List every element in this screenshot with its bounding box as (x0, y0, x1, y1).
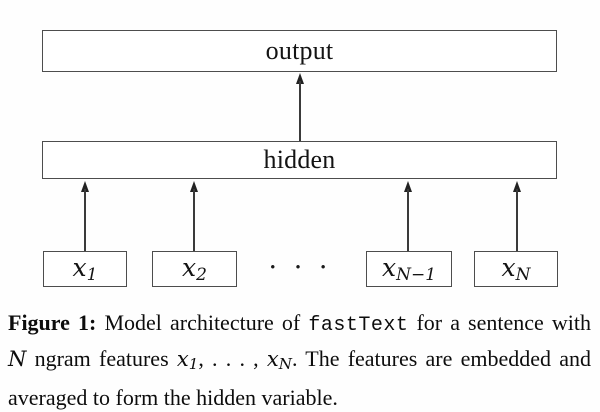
input-label-x1: x1 (72, 252, 98, 286)
caption-math-x1: x1 (176, 347, 199, 374)
output-layer-label: output (265, 36, 334, 65)
input-box-x1: x1 (43, 251, 127, 287)
caption-math-N: N (8, 347, 27, 371)
arrow-hidden-to-output (295, 73, 305, 141)
input-box-x2: x2 (152, 251, 237, 287)
caption-line-1: Figure 1: Model architecture of fastText… (8, 310, 592, 337)
input-label-xn-1: xN−1 (381, 252, 437, 286)
arrow-shaft (299, 81, 301, 141)
input-label-x2: x2 (182, 252, 207, 286)
arrow-x1-to-hidden (80, 181, 90, 251)
arrowhead-icon (403, 181, 412, 192)
arrowhead-icon (80, 181, 89, 192)
figure-caption: Figure 1: Model architecture of fastText… (8, 306, 591, 412)
caption-line-3: averaged to form the hidden variable. (8, 385, 338, 411)
caption-figure-tag: Figure 1: (8, 310, 97, 335)
output-layer-box: output (42, 30, 557, 72)
input-box-xn: xN (474, 251, 558, 287)
arrow-shaft (516, 189, 518, 251)
arrowhead-icon (295, 73, 304, 84)
arrow-shaft (84, 189, 86, 251)
arrowhead-icon (189, 181, 198, 192)
arrow-shaft (407, 189, 409, 251)
arrow-x2-to-hidden (189, 181, 199, 251)
hidden-layer-label: hidden (263, 145, 336, 174)
hidden-layer-box: hidden (42, 141, 557, 179)
caption-math-xN: xN (266, 347, 292, 374)
arrow-xn-1-to-hidden (403, 181, 413, 251)
caption-fasttext-code: fastText (308, 314, 409, 337)
ellipsis-dots: · · · (268, 252, 332, 283)
arrow-shaft (193, 189, 195, 251)
caption-line-2: N ngram features x1, . . . , xN. The fea… (8, 346, 591, 374)
arrow-xn-to-hidden (512, 181, 522, 251)
input-label-xn: xN (501, 252, 531, 286)
arrowhead-icon (512, 181, 521, 192)
input-box-xn-1: xN−1 (366, 251, 452, 287)
